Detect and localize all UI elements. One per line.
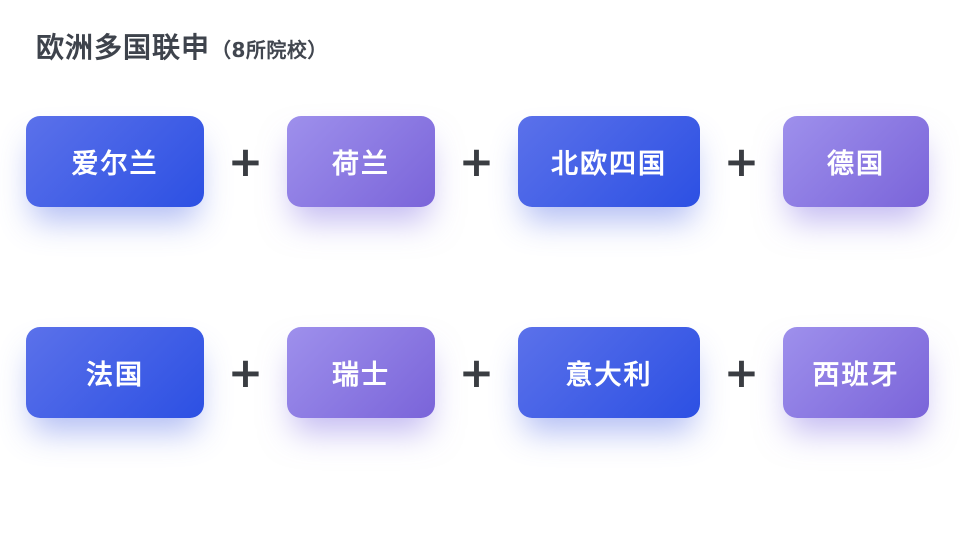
card-switzerland-label: 瑞士 [332,360,390,391]
card-nordic-four-label: 北欧四国 [551,149,667,180]
card-netherlands: 荷兰 [287,116,435,207]
card-nordic-four: 北欧四国 [518,116,700,207]
card-spain: 西班牙 [783,327,929,418]
card-netherlands-label: 荷兰 [332,149,390,180]
card-spain-label: 西班牙 [812,360,900,391]
card-ireland: 爱尔兰 [26,116,204,207]
page-title: 欧洲多国联申 （8所院校） [36,26,328,66]
plus-icon: + [723,137,760,186]
card-row-1: 爱尔兰 + 荷兰 + 北欧四国 + 德国 [26,116,929,207]
card-germany-label: 德国 [827,149,885,180]
card-germany: 德国 [783,116,929,207]
card-italy-label: 意大利 [565,360,653,391]
plus-icon: + [458,137,495,186]
plus-icon: + [227,137,264,186]
plus-icon: + [227,348,264,397]
card-row-2: 法国 + 瑞士 + 意大利 + 西班牙 [26,327,929,418]
card-france-label: 法国 [86,360,144,391]
page-title-main: 欧洲多国联申 [36,31,211,64]
card-italy: 意大利 [518,327,700,418]
page-title-sub: （8所院校） [211,38,328,62]
card-ireland-label: 爱尔兰 [71,149,159,180]
plus-icon: + [723,348,760,397]
plus-icon: + [458,348,495,397]
card-france: 法国 [26,327,204,418]
card-switzerland: 瑞士 [287,327,435,418]
